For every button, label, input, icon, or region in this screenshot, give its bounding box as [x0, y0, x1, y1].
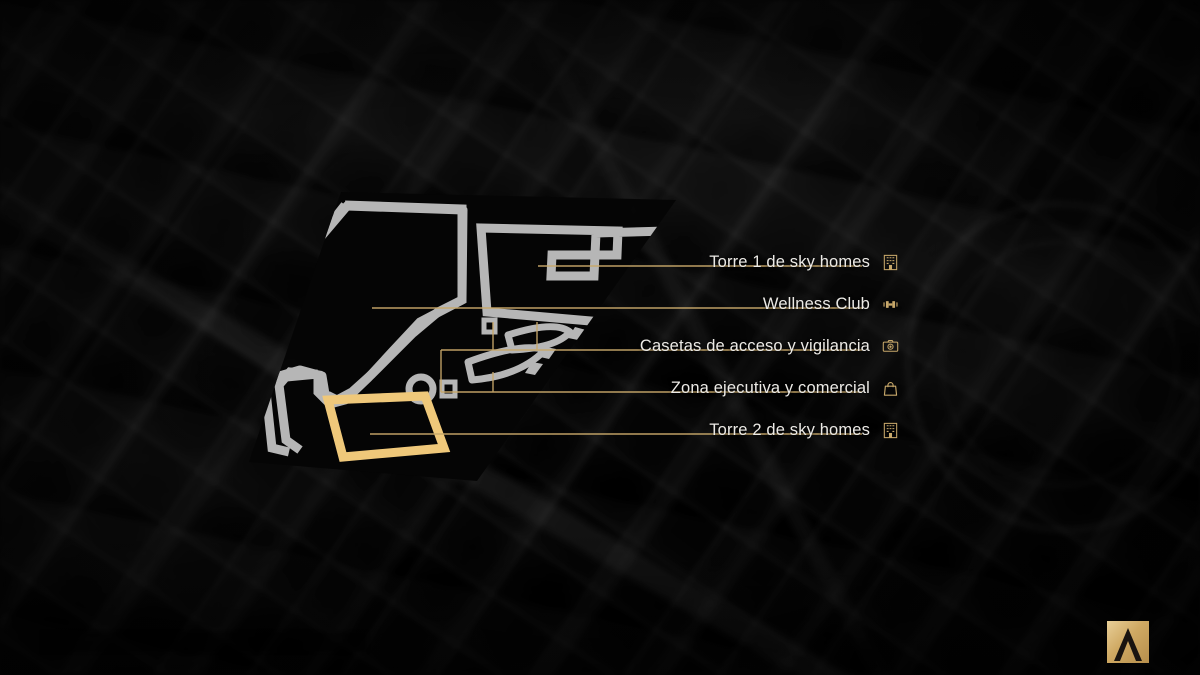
legend-row-wellness-club[interactable]: Wellness Club — [600, 278, 900, 320]
lambda-chevron-logo — [1107, 621, 1149, 663]
development-plot-area — [249, 192, 676, 481]
legend-label-torre-2: Torre 2 de sky homes — [709, 421, 870, 439]
dumbbell-icon — [881, 295, 900, 314]
legend-label-zona-ejecutiva: Zona ejecutiva y comercial — [670, 379, 870, 397]
bottom-left-bar — [42, 632, 367, 652]
legend-label-casetas: Casetas de acceso y vigilancia — [639, 337, 870, 355]
legend-row-zona-ejecutiva[interactable]: Zona ejecutiva y comercial — [600, 362, 900, 404]
torre-1-building-footprint[interactable] — [476, 223, 676, 327]
amenity-sliver-a — [568, 327, 586, 340]
legend-label-torre-1: Torre 1 de sky homes — [709, 253, 870, 271]
caseta-north[interactable] — [481, 317, 498, 335]
building-tower-icon — [881, 421, 900, 440]
torre-2-building-footprint[interactable] — [322, 391, 451, 462]
security-camera-icon — [881, 337, 900, 356]
building-tower-icon — [881, 253, 900, 272]
shopping-bag-icon — [881, 379, 900, 398]
amenity-sliver-c — [525, 362, 543, 375]
legend-row-torre-1[interactable]: Torre 1 de sky homes — [600, 236, 900, 278]
roundabout — [405, 373, 437, 405]
leader-lines — [370, 265, 862, 435]
legend-list: Torre 1 de sky homes Wellness Club — [600, 236, 900, 446]
legend-row-casetas[interactable]: Casetas de acceso y vigilancia — [600, 320, 900, 362]
legend-row-torre-2[interactable]: Torre 2 de sky homes — [600, 404, 900, 446]
legend-label-wellness-club: Wellness Club — [762, 295, 870, 313]
